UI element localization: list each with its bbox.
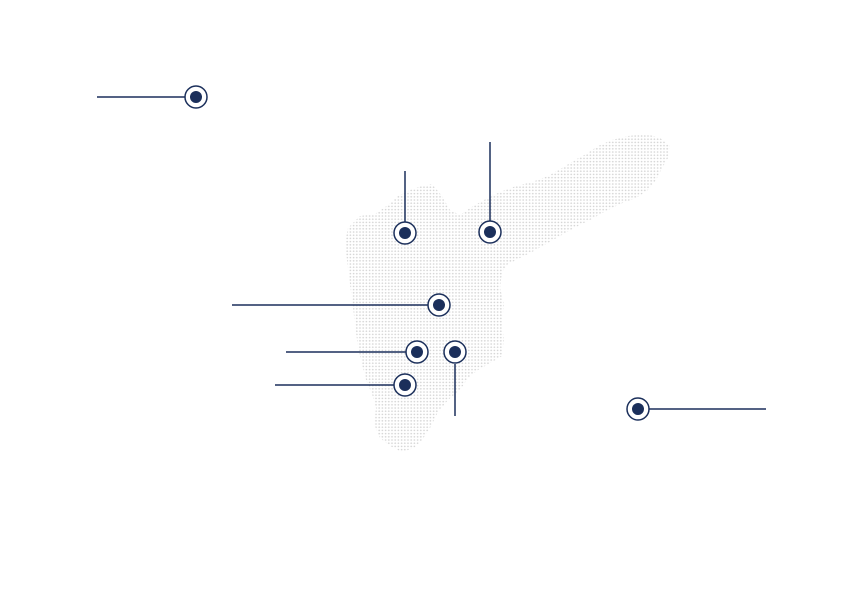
location-marker-3[interactable] xyxy=(478,220,502,244)
location-marker-1[interactable] xyxy=(184,85,208,109)
location-marker-5[interactable] xyxy=(405,340,429,364)
location-marker-4[interactable] xyxy=(427,293,451,317)
location-marker-6[interactable] xyxy=(443,340,467,364)
location-marker-8[interactable] xyxy=(626,397,650,421)
region-silhouette xyxy=(346,134,670,452)
location-marker-2[interactable] xyxy=(393,221,417,245)
leader-lines xyxy=(97,96,766,416)
location-markers xyxy=(184,85,650,421)
location-marker-7[interactable] xyxy=(393,373,417,397)
